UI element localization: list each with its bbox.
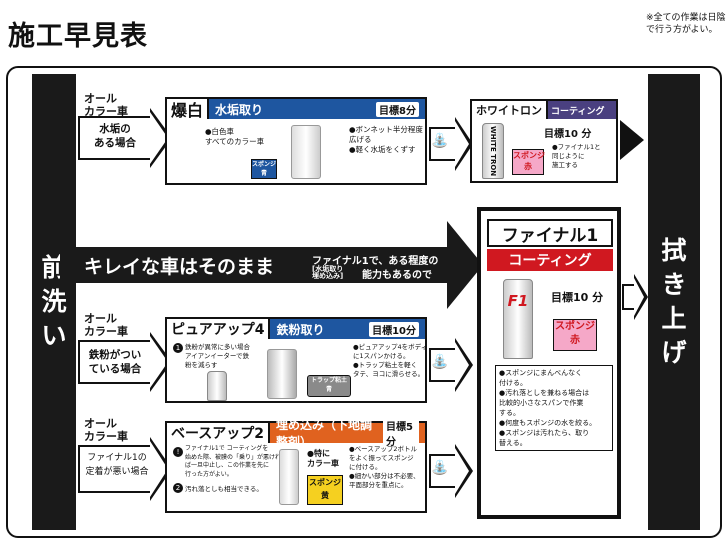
row1-tag: オール カラー車 [84, 92, 128, 118]
main-arrow-sub3: 能力もあるので [362, 270, 432, 281]
row3-condition: オール カラー車 ファイナル1の 定着が悪い場合 [78, 413, 172, 503]
outer-frame [6, 66, 722, 538]
main-arrow-sub2: [水垢取り 埋め込み] [312, 265, 344, 280]
bakuhaku-card: 爆白 水垢取り 目標8分 ●白色車 すべてのカラー車 スポンジ 青 ●ボンネット半… [165, 97, 427, 185]
pureup-bottle-icon [267, 349, 297, 399]
row1-cond: 水垢の ある場合 [94, 123, 136, 149]
baseup-card: ベースアップ2 埋め込み（下地調整剤） 目標5分 ! ファイナル1で コーティング… [165, 418, 427, 513]
main-arrow [60, 247, 450, 283]
baseup-tip2: 汚れ落としも相当できる。 [185, 485, 263, 493]
whitetron-tip: ●ファイナル1と 同じように 施工する [552, 143, 601, 169]
rinse-icon: ⛲ [431, 460, 449, 476]
bakuhaku-bottle-icon [291, 125, 321, 179]
row1-condition: オール カラー車 水垢の ある場合 [78, 88, 172, 168]
trap-clay-badge: トラップ粘土 青 [307, 375, 351, 397]
baseup-sponge-badge: スポンジ 黄 [307, 475, 343, 505]
baseup-name: ベースアップ2 [167, 423, 271, 443]
baseup-tip1: ファイナル1で コーティングを 始めた際、被膜の「乗り」が悪ければ ば一旦中止し… [185, 445, 288, 478]
row2-condition: オール カラー車 鉄粉がつい ている場合 [78, 308, 172, 392]
main-arrow-sub1: ファイナル1で、ある程度の [312, 256, 439, 267]
row1-mid-arrow: ⛲ [429, 115, 473, 175]
wipe-char-3: 上 [661, 304, 687, 333]
pre-wash-char-2: 洗 [41, 287, 67, 316]
pureup-task: 鉄粉取り [276, 322, 325, 337]
baseup-tips: ●ベースアップ2ボトル をよく振ってスポンジ に付ける。 ●細かい部分は不必要、… [349, 445, 420, 489]
row1-arrow-shaft [78, 116, 152, 160]
baseup-task: 埋め込み（下地調整剤） [276, 418, 373, 449]
main-arrow-text: キレイな車はそのまま [84, 256, 275, 278]
row3-cond: ファイナル1の 定着が悪い場合 [85, 453, 149, 477]
baseup-target: ●特に カラー車 [307, 449, 339, 468]
whitetron-can-icon: WHITE TRON [482, 123, 504, 179]
rinse-icon: ⛲ [431, 133, 449, 149]
rinse-icon: ⛲ [431, 354, 449, 370]
row2-mid-arrow: ⛲ [429, 336, 473, 396]
pureup-tip1: 鉄粉が異常に多い場合 アイアンイーターで鉄 粉を減らす [185, 343, 250, 369]
final1-tips: ●スポンジにまんべんなく 付ける。 ●汚れ落としを兼ねる場合は 比較的小さなスパ… [495, 365, 613, 451]
bakuhaku-goal: 目標8分 [376, 101, 419, 117]
pureup-step1-icon: 1 [173, 343, 183, 353]
wipe-char-4: げ [661, 338, 687, 367]
baseup-step2-icon: 2 [173, 483, 183, 493]
baseup-bottle-icon [279, 449, 299, 505]
whitetron-name: ホワイトロン [472, 101, 548, 119]
wipe-char-2: き [661, 270, 687, 299]
wipe-bar: 拭 き 上 げ [648, 74, 700, 530]
final1-can-icon: F1 [503, 279, 533, 359]
final1-name: ファイナル1 [487, 219, 613, 247]
final1-card: ファイナル1 コーティング F1 目標10 分 スポンジ 赤 ●スポンジにまんべ… [477, 207, 621, 519]
bakuhaku-target: ●白色車 すべてのカラー車 [205, 127, 265, 146]
bakuhaku-sponge-badge: スポンジ 青 [251, 159, 277, 179]
bakuhaku-name: 爆白 [167, 99, 210, 120]
shade-note: ※全ての作業は日陰で行う方がよい。 [646, 13, 726, 35]
final-to-wipe-arrow [622, 272, 648, 322]
baseup-goal: 目標5分 [383, 418, 419, 448]
final1-goal: 目標10 分 [551, 291, 604, 304]
whitetron-card: ホワイトロン コーティング WHITE TRON 目標10 分 スポンジ 赤 ●… [470, 99, 618, 183]
baseup-step1-icon: ! [173, 447, 183, 457]
final1-sponge-badge: スポンジ 赤 [553, 319, 597, 351]
row3-mid-arrow: ⛲ [429, 442, 473, 502]
row2-cond: 鉄粉がつい ている場合 [88, 349, 142, 375]
whitetron-task: コーティング [548, 101, 616, 119]
whitetron-goal: 目標10 分 [544, 129, 592, 140]
pureup-tips: ●ピュアアップ4をボディ に1スパンかける。 ●トラップ粘土を軽く タテ、ヨコに… [353, 343, 428, 378]
row2-tag: オール カラー車 [84, 312, 128, 338]
iron-eater-bottle-icon [207, 371, 227, 401]
pureup-goal: 目標10分 [369, 321, 419, 337]
pureup-card: ピュアアップ4 鉄粉取り 目標10分 1 鉄粉が異常に多い場合 アイアンイーターで… [165, 317, 427, 403]
final1-task: コーティング [487, 249, 613, 271]
whitetron-sponge-badge: スポンジ 赤 [512, 149, 545, 175]
whitetron-to-wipe-arrow [620, 120, 646, 160]
row3-tag: オール カラー車 [84, 417, 128, 443]
page-title: 施工早見表 [8, 21, 148, 52]
wipe-char-1: 拭 [661, 236, 687, 265]
bakuhaku-tips: ●ボンネット半分程度 広げる ●軽く水垢をくずす [349, 125, 423, 154]
pureup-name: ピュアアップ4 [167, 319, 271, 339]
pre-wash-char-3: い [41, 321, 67, 350]
bakuhaku-task: 水垢取り [215, 102, 264, 117]
pre-wash-bar: 前 洗 い [32, 74, 76, 530]
